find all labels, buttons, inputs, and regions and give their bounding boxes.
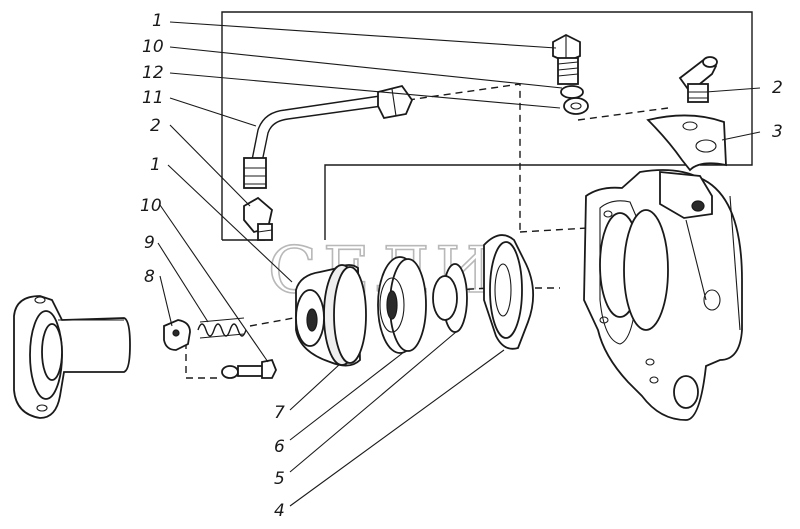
bracket-plate xyxy=(646,114,727,172)
release-bearing xyxy=(377,256,427,354)
bearing-carrier xyxy=(295,264,367,367)
callout-2-left: 2 xyxy=(150,116,161,136)
bolt-left xyxy=(221,358,277,379)
oil-pipe xyxy=(243,84,414,189)
callout-11: 11 xyxy=(142,88,164,108)
callout-12: 12 xyxy=(142,63,164,83)
callout-10-left: 10 xyxy=(140,196,162,216)
callout-10-top: 10 xyxy=(142,37,164,57)
grease-fitting-right xyxy=(678,56,718,103)
flange-plate xyxy=(483,234,535,350)
clutch-housing xyxy=(583,169,743,421)
spring-bracket xyxy=(163,319,191,351)
callout-4: 4 xyxy=(274,501,285,521)
return-spring xyxy=(197,317,247,339)
callout-8: 8 xyxy=(144,267,155,287)
grease-fitting-left xyxy=(243,196,273,241)
washer-top xyxy=(560,85,589,115)
callout-1-top: 1 xyxy=(152,11,163,31)
callout-2-right: 2 xyxy=(772,78,783,98)
callout-5: 5 xyxy=(274,469,285,489)
callout-9: 9 xyxy=(144,233,155,253)
leader-lines xyxy=(157,21,761,507)
callout-7: 7 xyxy=(274,403,285,423)
thrust-ring xyxy=(432,263,468,333)
callout-3: 3 xyxy=(772,122,783,142)
callout-1-left: 1 xyxy=(150,155,161,175)
callouts: 1 10 12 11 2 1 10 9 8 2 3 7 6 5 4 xyxy=(140,11,783,521)
guide-tube-cover xyxy=(13,295,131,419)
callout-6: 6 xyxy=(274,437,285,457)
bolt-top xyxy=(552,33,581,85)
